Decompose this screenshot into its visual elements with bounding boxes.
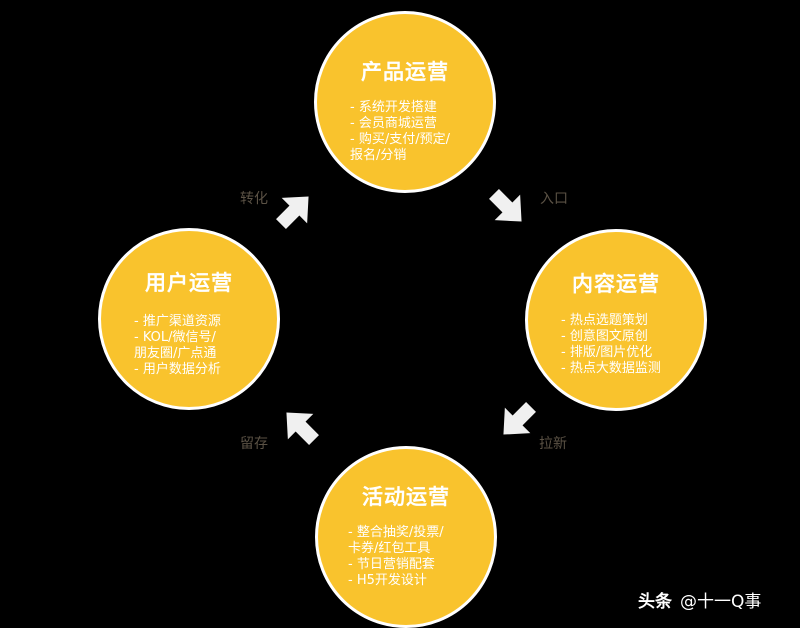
- node-title: 产品运营: [361, 60, 449, 84]
- list-item: - 推广渠道资源: [134, 314, 221, 329]
- node-title: 内容运营: [572, 272, 660, 296]
- list-item: 卡券/红包工具: [348, 541, 431, 556]
- node-activity-operations: 活动运营 - 整合抽奖/投票/ 卡券/红包工具 - 节日营销配套 - H5开发设…: [315, 446, 497, 628]
- list-item: - 会员商城运营: [350, 116, 437, 131]
- node-title: 活动运营: [362, 485, 450, 509]
- list-item: - H5开发设计: [348, 573, 427, 588]
- list-item: - 整合抽奖/投票/: [348, 525, 444, 540]
- node-content-operations: 内容运营 - 热点选题策划 - 创意图文原创 - 排版/图片优化 - 热点大数据…: [525, 229, 707, 411]
- edge-label-entry: 入口: [540, 191, 568, 207]
- arrow-activity-to-user: [286, 412, 319, 445]
- list-item: - 热点大数据监测: [561, 361, 661, 376]
- watermark: 头条 @十一Q事: [638, 587, 761, 612]
- node-product-operations: 产品运营 - 系统开发搭建 - 会员商城运营 - 购买/支付/预定/ 报名/分销: [314, 11, 496, 193]
- list-item: 报名/分销: [350, 148, 407, 163]
- arrow-user-to-product: [276, 196, 309, 229]
- arrow-product-to-content: [489, 189, 522, 222]
- node-item-list: - 系统开发搭建 - 会员商城运营 - 购买/支付/预定/ 报名/分销: [350, 100, 450, 164]
- list-item: - 用户数据分析: [134, 362, 221, 377]
- node-item-list: - 整合抽奖/投票/ 卡券/红包工具 - 节日营销配套 - H5开发设计: [348, 525, 444, 589]
- edge-label-acquire: 拉新: [539, 436, 567, 452]
- list-item: - 节日营销配套: [348, 557, 435, 572]
- node-user-operations: 用户运营 - 推广渠道资源 - KOL/微信号/ 朋友圈/广点通 - 用户数据分…: [98, 228, 280, 410]
- edge-label-convert: 转化: [240, 191, 268, 207]
- list-item: - 热点选题策划: [561, 313, 648, 328]
- node-item-list: - 推广渠道资源 - KOL/微信号/ 朋友圈/广点通 - 用户数据分析: [134, 314, 221, 378]
- edge-label-retain: 留存: [240, 436, 268, 452]
- node-title: 用户运营: [145, 271, 233, 295]
- arrow-content-to-activity: [503, 402, 536, 435]
- list-item: - KOL/微信号/: [134, 330, 216, 345]
- list-item: - 创意图文原创: [561, 329, 648, 344]
- watermark-logo: 头条: [638, 592, 672, 612]
- list-item: - 系统开发搭建: [350, 100, 437, 115]
- list-item: - 购买/支付/预定/: [350, 132, 450, 147]
- watermark-handle: @十一Q事: [680, 592, 762, 612]
- list-item: - 排版/图片优化: [561, 345, 653, 360]
- list-item: 朋友圈/广点通: [134, 346, 217, 361]
- node-item-list: - 热点选题策划 - 创意图文原创 - 排版/图片优化 - 热点大数据监测: [561, 313, 661, 377]
